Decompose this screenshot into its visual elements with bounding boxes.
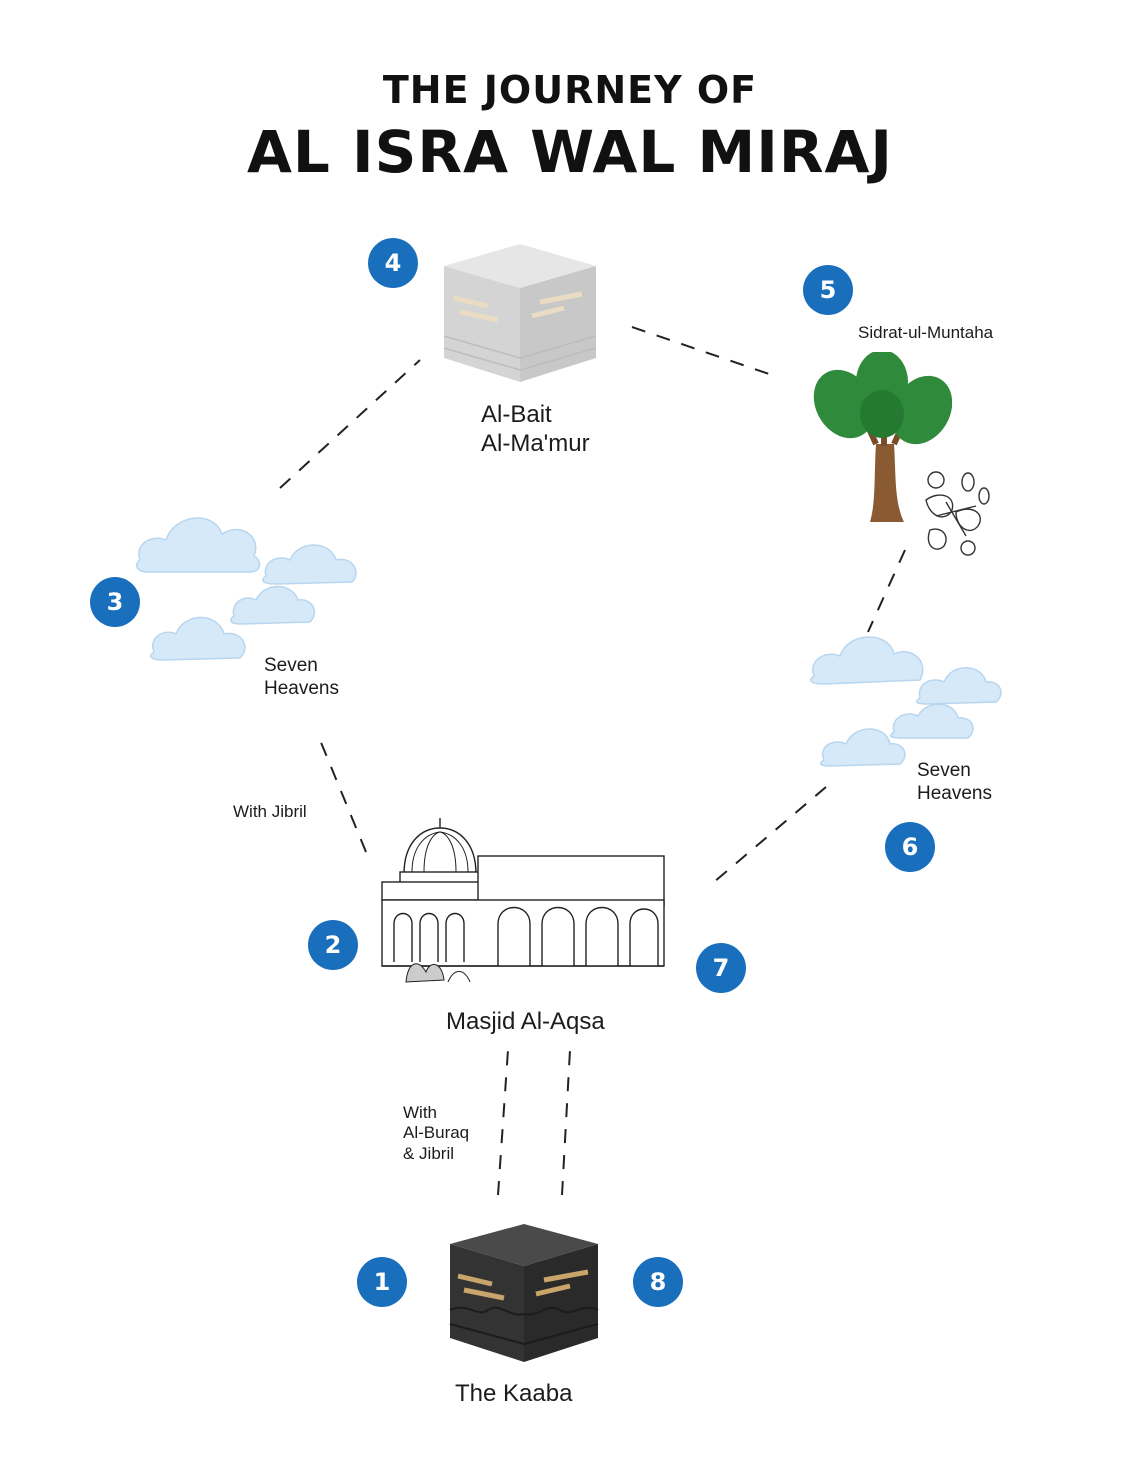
title-line-2: AL ISRA WAL MIRAJ: [247, 118, 893, 186]
label-sidrat-ul-muntaha: Sidrat-ul-Muntaha: [858, 323, 994, 342]
lotus-sketch-icon: [925, 471, 990, 556]
stop-badge-2: 2: [308, 920, 358, 970]
tree-icon: [813, 352, 952, 522]
stop-badge-5: 5: [803, 265, 853, 315]
connector-label-aqsa-heavens: With Jibril: [233, 802, 307, 821]
mosque-icon: [381, 818, 665, 983]
stop-badge-3: 3: [90, 577, 140, 627]
label-the-kaaba: The Kaaba: [455, 1380, 573, 1407]
stop-badge-6: 6: [885, 822, 935, 872]
connector-label-kaaba-aqsa: With Al-Buraq & Jibril: [403, 1103, 470, 1163]
stop-badge-8: 8: [633, 1257, 683, 1307]
title-line-1: THE JOURNEY OF: [382, 68, 758, 112]
path-heavens-aqsa: [713, 786, 827, 883]
kaaba-icon: [449, 1224, 599, 1362]
path-aqsa-heavens: [319, 739, 367, 853]
clouds-icon: [810, 636, 1002, 767]
kaaba-faded-icon: [443, 244, 597, 382]
label-seven-heavens-right: Seven Heavens: [917, 760, 992, 804]
path-kaaba-aqsa-left: [497, 1049, 509, 1196]
label-seven-heavens-left: Seven Heavens: [264, 655, 339, 699]
stop-badge-4: 4: [368, 238, 418, 288]
path-bait-sidrat: [631, 326, 776, 377]
label-al-bait-al-mamur: Al-Bait Al-Ma'mur: [481, 401, 590, 457]
path-kaaba-aqsa-right: [561, 1049, 571, 1196]
stop-badge-1: 1: [357, 1257, 407, 1307]
path-sidrat-heavens: [867, 549, 906, 633]
clouds-icon: [135, 517, 357, 661]
stop-badge-7: 7: [696, 943, 746, 993]
path-heavens-bait: [279, 359, 421, 489]
label-masjid-al-aqsa: Masjid Al-Aqsa: [446, 1008, 605, 1035]
